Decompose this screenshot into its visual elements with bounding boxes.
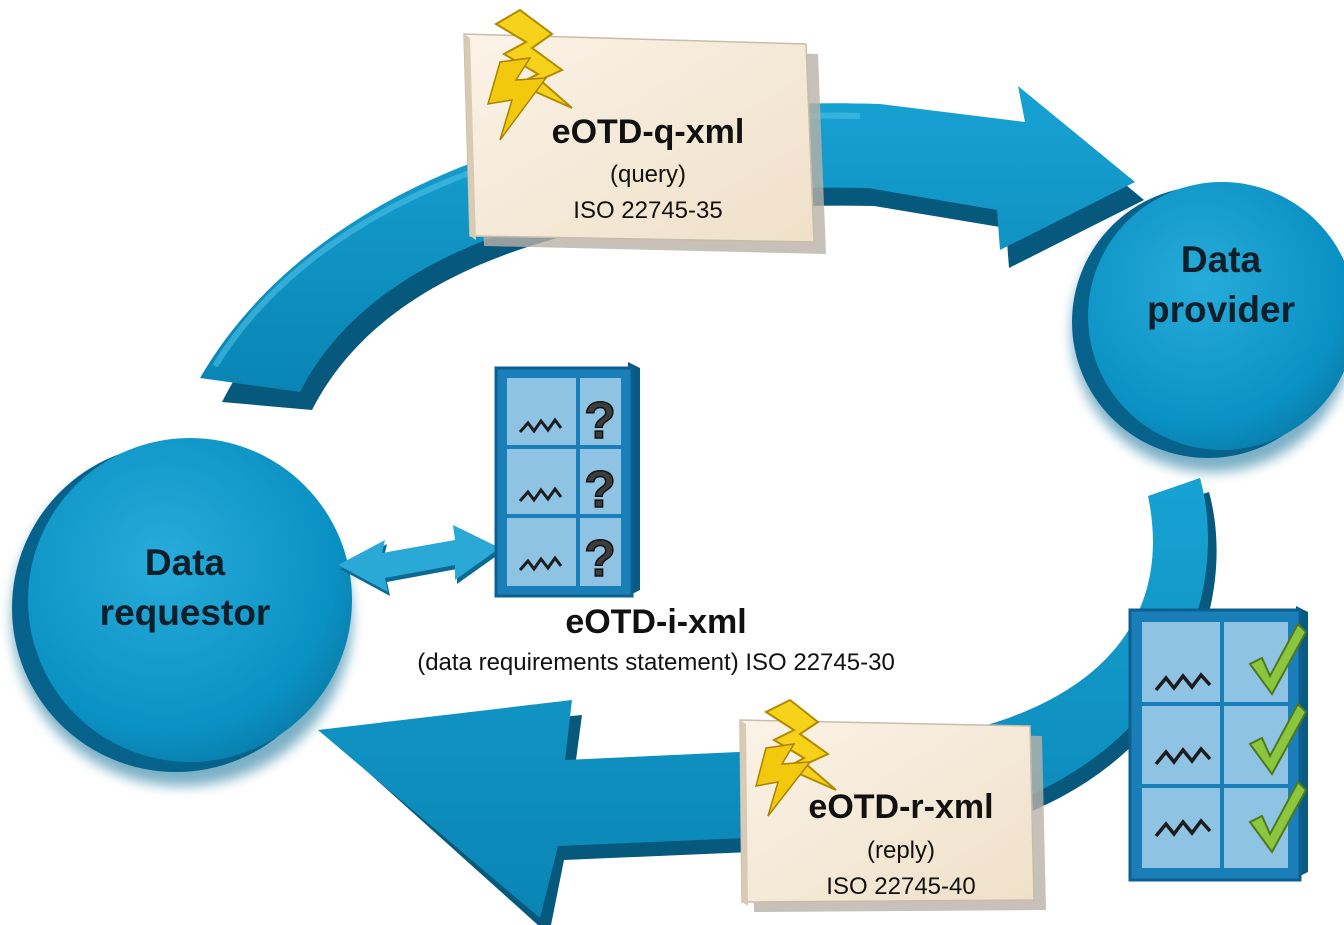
double-headed-arrow [338,525,502,596]
question-mark-icon: ? [584,530,616,588]
eotd-i-xml-caption: (data requirements statement) ISO 22745-… [417,649,895,676]
reply-message-title: eOTD-r-xml [808,788,993,826]
data-provider-node: Data provider [1072,182,1344,472]
squiggle-icon [1154,818,1212,838]
checkmark-icon [1248,622,1308,696]
checkmark-icon [1248,780,1308,854]
data-provider-label-line1: Data [1181,239,1262,280]
data-requestor-node: Data requestor [12,438,352,786]
query-message-standard: ISO 22745-35 [573,197,722,224]
squiggle-icon [518,486,563,503]
reply-grid [1128,606,1308,882]
lightning-bolt-icon [494,8,573,109]
eotd-i-xml-title: eOTD-i-xml [565,603,746,641]
requirements-grid: ? ? ? [494,362,640,598]
lightning-bolt-icon [763,698,837,791]
query-message-card: eOTD-q-xml (query) ISO 22745-35 [463,8,826,254]
reply-message-standard: ISO 22745-40 [826,873,975,900]
data-requestor-label-line1: Data [145,542,226,583]
question-mark-icon: ? [584,461,616,519]
squiggle-icon [518,555,563,572]
squiggle-icon [518,417,563,434]
data-requestor-label-line2: requestor [100,592,271,633]
question-mark-icon: ? [584,392,616,450]
query-message-title: eOTD-q-xml [552,113,745,151]
squiggle-icon [1154,672,1212,692]
reply-message-subtitle: (reply) [867,837,935,864]
query-message-subtitle: (query) [610,161,686,188]
data-provider-label-line2: provider [1147,289,1295,330]
checkmark-icon [1248,702,1308,776]
squiggle-icon [1154,746,1212,766]
reply-message-card: eOTD-r-xml (reply) ISO 22745-40 [739,698,1046,912]
